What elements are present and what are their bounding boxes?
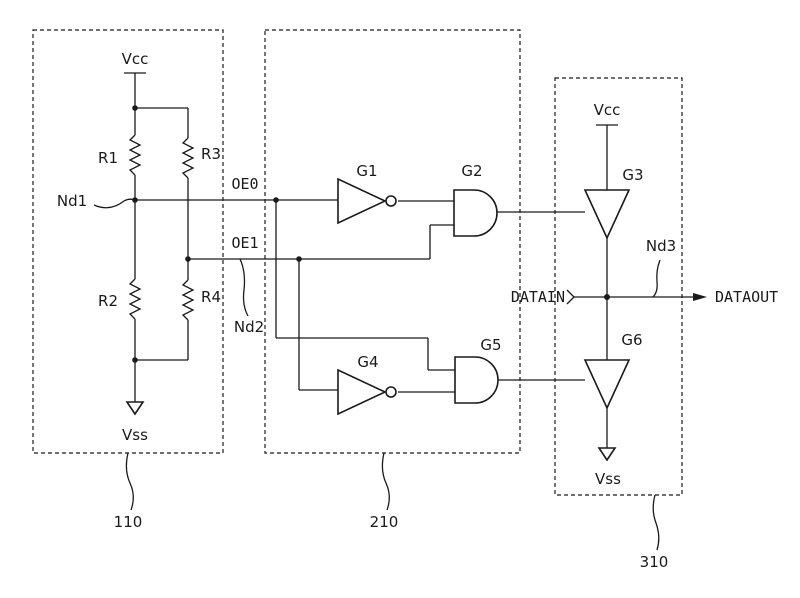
gate-g1-inverter — [338, 179, 396, 223]
r4-label: R4 — [201, 288, 221, 306]
gate-g2-and — [454, 190, 497, 236]
resistor-r3 — [183, 138, 193, 178]
junction-oe0-dot — [273, 197, 279, 203]
resistor-r1 — [130, 135, 140, 175]
r1-label: R1 — [98, 149, 118, 167]
nd3-label: Nd3 — [646, 237, 676, 255]
divider-wiring — [94, 73, 193, 414]
nd1-label: Nd1 — [57, 192, 87, 210]
oe1-label: OE1 — [231, 234, 258, 252]
leader-210 — [382, 453, 389, 510]
leader-110 — [126, 453, 133, 510]
resistor-r4 — [183, 280, 193, 320]
junction-nd3-dot — [604, 294, 610, 300]
ground-vss-left — [127, 402, 143, 414]
junction-dot — [132, 105, 138, 111]
block-310-outline — [555, 78, 682, 495]
ref-310-label: 310 — [640, 553, 669, 571]
leader-310 — [653, 495, 659, 550]
g6-label: G6 — [621, 331, 642, 349]
junction-oe1-dot — [296, 256, 302, 262]
buffer-g6 — [585, 360, 629, 408]
block-110-outline — [33, 30, 223, 453]
g4-label: G4 — [357, 353, 378, 371]
dataout-label: DATAOUT — [715, 288, 778, 306]
resistor-r2 — [130, 279, 140, 319]
vss-label-left: Vss — [122, 426, 148, 444]
ground-vss-right — [599, 448, 615, 460]
r3-label: R3 — [201, 145, 221, 163]
gate-g5-and — [455, 357, 498, 403]
r2-label: R2 — [98, 292, 118, 310]
g5-label: G5 — [480, 336, 501, 354]
datain-label: DATAIN — [511, 288, 565, 306]
buffer-g3 — [585, 190, 629, 238]
gate-g4-inverter — [338, 370, 396, 414]
g3-label: G3 — [622, 166, 643, 184]
vcc-label-right: Vcc — [594, 101, 621, 119]
oe0-label: OE0 — [231, 175, 258, 193]
ref-210-label: 210 — [370, 513, 399, 531]
vcc-label-left: Vcc — [122, 50, 149, 68]
g1-label: G1 — [356, 162, 377, 180]
nd2-label: Nd2 — [234, 318, 264, 336]
ref-110-label: 110 — [114, 513, 143, 531]
vss-label-right: Vss — [595, 470, 621, 488]
dataout-arrowhead — [693, 293, 707, 301]
g2-label: G2 — [461, 162, 482, 180]
junction-dot — [132, 357, 138, 363]
datain-chevron — [567, 290, 574, 304]
